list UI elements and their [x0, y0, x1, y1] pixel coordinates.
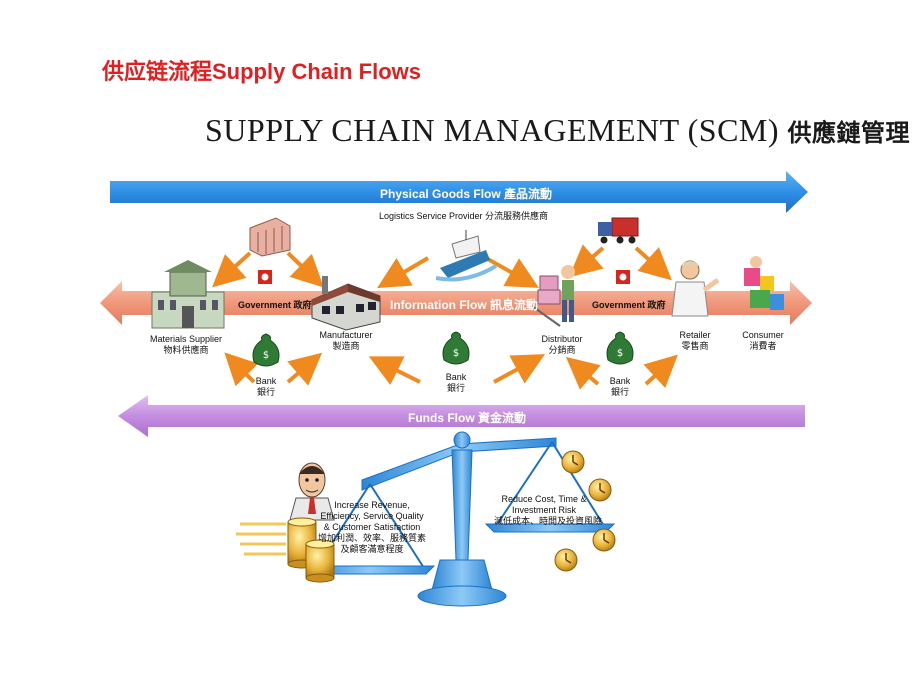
bank-money-bag-icon-1: $	[252, 333, 280, 367]
bank-2-zh: 銀行	[446, 383, 465, 393]
scale-left-line-2: Efficiency, Service Quality	[320, 511, 424, 521]
scale-right-text: Reduce Cost, Time & Investment Risk 減低成本…	[494, 494, 603, 527]
consumer-en: Consumer	[742, 330, 784, 340]
bank-label-3: Bank 銀行	[605, 376, 635, 398]
manufacturer-icon	[311, 276, 381, 331]
scm-title-zh: 供應鏈管理	[787, 119, 911, 147]
scale-left-line-1: Increase Revenue,	[334, 500, 410, 510]
funds-flow-label: Funds Flow 資金流動	[408, 411, 526, 425]
distributor-en: Distributor	[541, 334, 583, 344]
scm-title-en: SUPPLY CHAIN MANAGEMENT (SCM)	[205, 112, 780, 148]
bank-money-bag-icon-2: $	[442, 331, 470, 365]
consumer-zh: 消費者	[749, 341, 777, 351]
connector-arrows	[212, 244, 678, 390]
information-flow-arrow	[100, 281, 812, 325]
slide-title: 供应链流程Supply Chain Flows	[102, 59, 422, 84]
retailer-person-icon	[671, 260, 720, 317]
materials-supplier-zh: 物料供應商	[163, 345, 209, 355]
scale-left-text: Increase Revenue, Efficiency, Service Qu…	[318, 500, 426, 555]
physical-goods-flow-arrow	[110, 171, 808, 213]
motion-lines	[236, 522, 286, 556]
clock-coin-icons	[554, 450, 616, 572]
businessman-icon	[289, 462, 335, 521]
retailer-zh: 零售商	[681, 341, 709, 351]
bank-3-en: Bank	[609, 376, 631, 386]
manufacturer-en: Manufacturer	[319, 330, 373, 340]
bank-2-en: Bank	[445, 372, 467, 382]
scale-right-line-3: 減低成本、時間及投資風險	[494, 516, 603, 526]
svg-text:$: $	[453, 348, 459, 359]
bank-3-zh: 銀行	[610, 387, 629, 397]
retailer-en: Retailer	[679, 330, 711, 340]
materials-supplier-en: Materials Supplier	[149, 334, 223, 344]
delivery-truck-icon	[598, 217, 639, 244]
scale-left-line-4: 增加利潤、效率、服務質素	[318, 533, 427, 543]
manufacturer-label: Manufacturer 製造商	[316, 330, 376, 352]
bank-label-1: Bank 銀行	[251, 376, 281, 398]
scale-right-line-2: Investment Risk	[511, 505, 577, 515]
scale-left-line-5: 及顧客滿意程度	[340, 544, 404, 554]
physical-goods-flow-label: Physical Goods Flow 產品流動	[380, 187, 553, 201]
logistics-provider-label: Logistics Service Provider 分流服務供應商	[379, 211, 549, 221]
government-label-right: Government 政府	[592, 300, 666, 310]
retailer-label: Retailer 零售商	[670, 330, 720, 352]
materials-supplier-icon	[151, 260, 225, 329]
scm-diagram-title: SUPPLY CHAIN MANAGEMENT (SCM) 供應鏈管理	[205, 112, 910, 149]
manufacturer-zh: 製造商	[332, 341, 360, 351]
materials-supplier-label: Materials Supplier 物料供應商	[146, 334, 226, 356]
balance-scale-icon	[304, 431, 616, 607]
svg-text:$: $	[263, 350, 269, 361]
bank-1-en: Bank	[255, 376, 277, 386]
cargo-ship-icon	[435, 230, 498, 282]
scale-right-line-1: Reduce Cost, Time &	[501, 494, 587, 504]
coin-stack-icon	[287, 517, 335, 583]
scale-left-line-3: & Customer Satisfaction	[323, 522, 421, 532]
government-label-left: Government 政府	[238, 300, 312, 310]
information-flow-label: Information Flow 訊息流動	[390, 298, 538, 312]
funds-flow-arrow	[118, 395, 805, 437]
distributor-zh: 分銷商	[548, 345, 576, 355]
distributor-person-icon	[531, 265, 575, 327]
bank-label-2: Bank 銀行	[441, 372, 471, 394]
consumer-label: Consumer 消費者	[738, 330, 788, 352]
svg-text:$: $	[617, 348, 623, 359]
consumer-shopping-icon	[744, 256, 784, 310]
office-building-icon	[249, 217, 291, 257]
distributor-label: Distributor 分銷商	[532, 334, 592, 356]
bank-money-bag-icon-3: $	[606, 331, 634, 365]
bank-1-zh: 銀行	[256, 387, 275, 397]
